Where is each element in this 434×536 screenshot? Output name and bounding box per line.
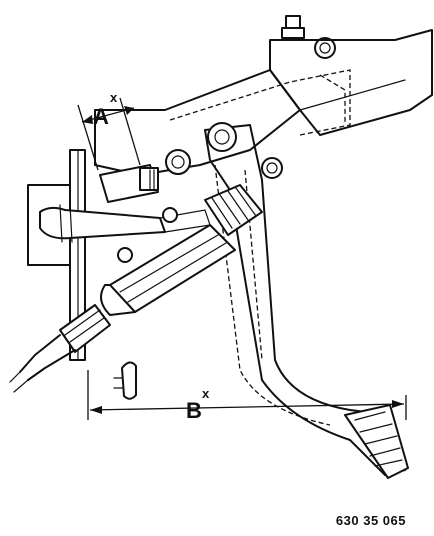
pedal-pad xyxy=(344,404,409,479)
dimension-a-label: A xyxy=(93,104,109,129)
dimension-b-label: B xyxy=(186,398,202,423)
retaining-clip-icon xyxy=(113,361,137,400)
hydraulic-cylinder xyxy=(100,207,236,316)
dimension-a-mark: x xyxy=(110,90,118,105)
push-rod xyxy=(39,203,211,243)
stop-light-switch xyxy=(99,164,159,203)
drawing-reference-number: 630 35 065 xyxy=(335,513,406,528)
rubber-boot xyxy=(204,184,263,236)
control-cable xyxy=(9,304,111,393)
dimension-a: A x xyxy=(77,90,141,171)
dimension-b: B x xyxy=(87,370,407,423)
dimension-b-mark: x xyxy=(202,386,210,401)
pedal-box-housing xyxy=(94,69,351,176)
mounting-bracket xyxy=(269,15,433,136)
pivot-bolt xyxy=(165,122,283,179)
